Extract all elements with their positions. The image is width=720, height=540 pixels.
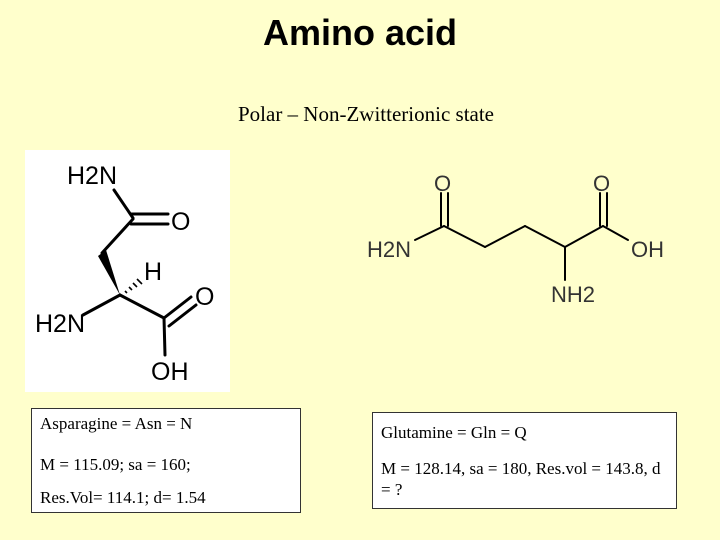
gln-amide-o-label: O <box>434 171 451 196</box>
bond-ch2-amide <box>100 217 135 255</box>
bond-chain-2 <box>484 225 526 248</box>
page-subtitle: Polar – Non-Zwitterionic state <box>237 102 495 126</box>
asn-alpha-h-label: H <box>144 258 162 286</box>
asparagine-mass: M = 115.09; sa = 160; <box>40 455 191 474</box>
hash-bond <box>124 278 143 294</box>
bond-carboxyl-o-1 <box>162 295 193 320</box>
page-title: Amino acid <box>262 12 458 53</box>
asn-amide-o-label: O <box>171 208 190 236</box>
wedge-bond <box>98 250 120 295</box>
glutamine-properties: M = 128.14, sa = 180, Res.vol = 143.8, d… <box>381 459 661 499</box>
asn-amide-n-label: H2N <box>67 162 117 190</box>
asparagine-volume: Res.Vol= 114.1; d= 1.54 <box>40 488 206 507</box>
bond-carboxyl-oh <box>162 316 167 357</box>
glutamine-info-box: Glutamine = Gln = Q M = 128.14, sa = 180… <box>372 412 677 509</box>
gln-alpha-n-label: NH2 <box>551 282 595 307</box>
bond-carboxyl-o-2 <box>167 303 198 328</box>
glutamine-diagram: O O H2N OH NH2 <box>367 171 664 307</box>
asparagine-name: Asparagine = Asn = N <box>40 414 193 433</box>
asn-hydroxyl-label: OH <box>151 358 189 386</box>
bond-chain-1 <box>443 225 486 248</box>
gln-amide-n-label: H2N <box>367 237 411 262</box>
bond-carboxyl-oh <box>602 225 629 241</box>
glutamine-structure: O O H2N OH NH2 <box>355 160 685 320</box>
bond-alpha-cooh <box>564 225 604 248</box>
glutamine-name: Glutamine = Gln = Q <box>381 423 527 442</box>
asparagine-structure: H2N O H H2N O OH <box>25 150 230 392</box>
bond-chain-3 <box>524 225 566 248</box>
asn-alpha-n-label: H2N <box>35 310 85 338</box>
bond-alpha-n <box>81 293 122 317</box>
gln-carboxyl-o-label: O <box>593 171 610 196</box>
bond-amide-n-c <box>414 225 445 241</box>
bond-alpha-cooh <box>118 293 166 320</box>
asn-carboxyl-o-label: O <box>195 283 214 311</box>
gln-hydroxyl-label: OH <box>631 237 664 262</box>
asparagine-diagram: H2N O H H2N O OH <box>35 162 214 386</box>
asparagine-info-box: Asparagine = Asn = N M = 115.09; sa = 16… <box>31 408 301 513</box>
